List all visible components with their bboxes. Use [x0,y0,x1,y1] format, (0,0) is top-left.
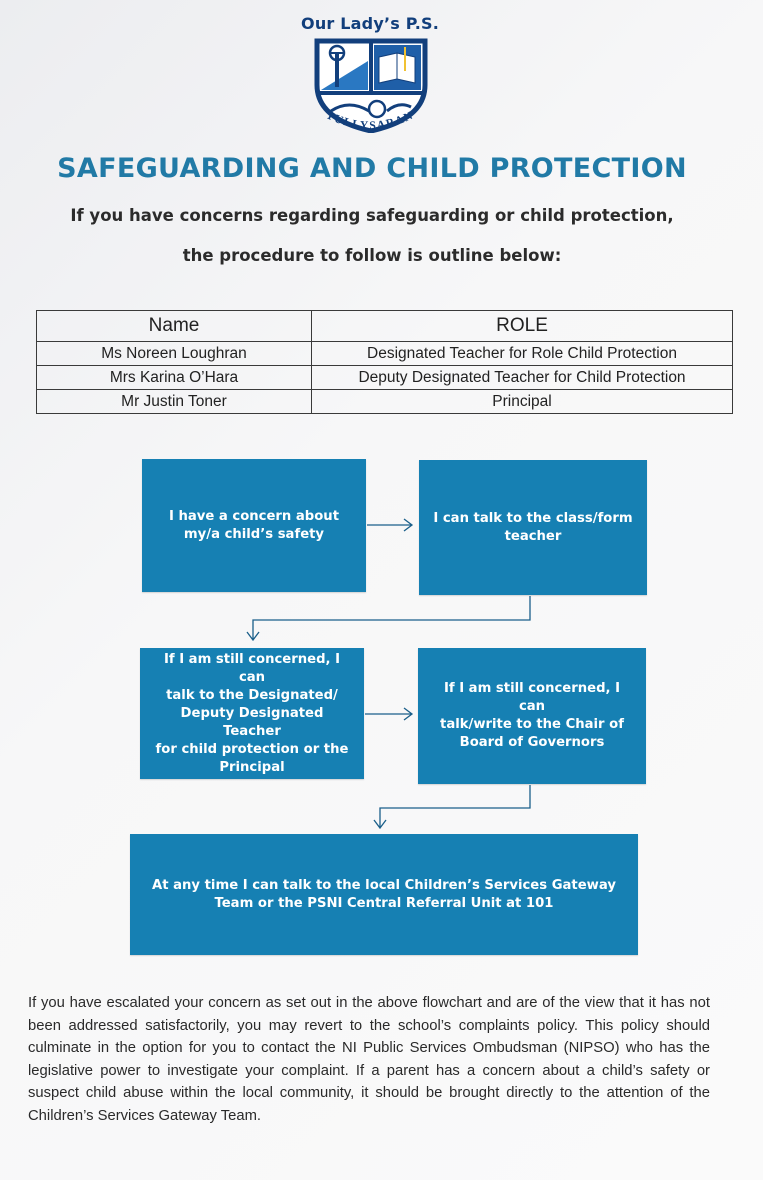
flow-text-line: my/a child’s safety [183,526,325,542]
table-cell-name: Mr Justin Toner [36,389,312,414]
flow-text-line: I can talk to the class/form [433,510,633,526]
school-crest-icon [314,38,428,133]
flow-text-line: teacher [504,528,562,544]
flow-text-line: I have a concern about [168,508,339,524]
flow-text-line: Board of Governors [459,735,605,750]
flow-text-line: If I am still concerned, I can [443,681,621,714]
arrow-down-icon [246,596,531,642]
table-cell-name: Mrs Karina O’Hara [36,365,312,390]
crest-motto: TULLYSARAN [324,109,414,132]
flow-text-line: Principal [219,759,285,775]
flow-step-board-of-governors: If I am still concerned, I can talk/writ… [418,648,646,784]
table-row: Mr Justin Toner Principal [36,389,733,414]
flow-text-line: talk to the Designated/ [166,687,338,703]
flow-text-line: Deputy Designated Teacher [180,705,324,739]
intro-line-2: the procedure to follow is outline below… [182,246,562,265]
flow-text-line: for child protection or the [155,741,349,757]
flow-text-line: At any time I can talk to the local Chil… [152,877,616,893]
flow-step-class-teacher: I can talk to the class/form teacher [419,460,647,595]
page-title: SAFEGUARDING AND CHILD PROTECTION [57,153,687,184]
flow-step-gateway-team: At any time I can talk to the local Chil… [130,834,638,955]
table-cell-role: Principal [311,389,733,414]
arrow-right-icon [365,707,414,721]
complaints-paragraph: If you have escalated your concern as se… [28,995,710,1124]
arrow-down-icon [373,785,531,830]
flow-text-line: talk/write to the Chair of [440,717,624,732]
flow-step-concern: I have a concern about my/a child’s safe… [142,459,366,592]
contacts-table: Name ROLE Ms Noreen Loughran Designated … [36,310,733,414]
school-name: Our Lady’s P.S. [301,14,439,33]
flow-text-line: Team or the PSNI Central Referral Unit a… [214,895,554,911]
intro-line-1: If you have concerns regarding safeguard… [70,206,674,225]
arrow-right-icon [367,518,414,532]
table-cell-role: Designated Teacher for Role Child Protec… [311,341,733,366]
flow-step-designated-teacher: If I am still concerned, I can talk to t… [140,648,364,779]
flow-text-line: If I am still concerned, I can [163,651,341,685]
column-header-name: Name [36,310,312,342]
